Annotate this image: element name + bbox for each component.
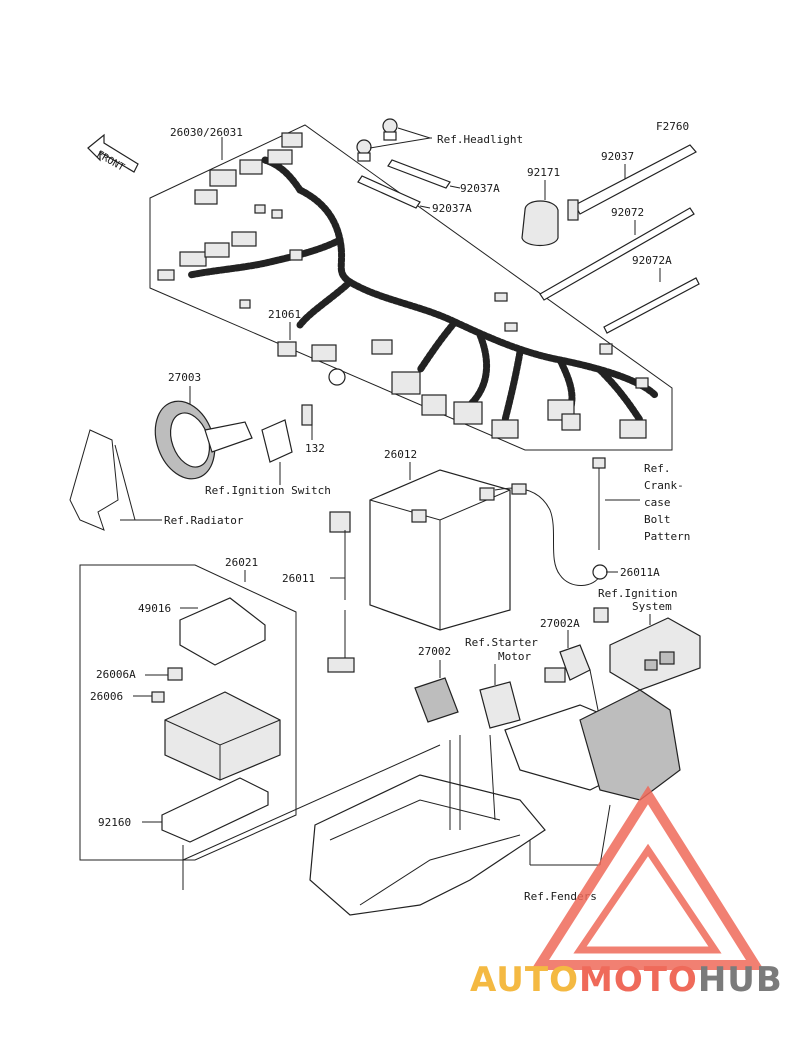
fenders-group: Ref.Fenders — [182, 689, 681, 916]
label-92160: 92160 — [98, 816, 131, 829]
ref-crankcase-2: Crank- — [644, 479, 684, 492]
label-49016: 49016 — [138, 602, 171, 615]
label-27002A: 27002A — [540, 617, 580, 630]
main-harness-group: 26030/26031 21061 — [149, 124, 673, 451]
ignition-unit-group: Ref.Ignition System — [598, 587, 701, 691]
label-92037A-2: 92037A — [432, 202, 472, 215]
label-132: 132 — [305, 442, 325, 455]
strap-92037 — [574, 144, 697, 215]
cover-49016 — [179, 597, 266, 666]
bracket-ignition-switch — [261, 419, 293, 463]
label-26011: 26011 — [282, 572, 315, 585]
strap-92037A-lower — [357, 175, 421, 209]
label-26030-26031: 26030/26031 — [170, 126, 243, 139]
label-26011A: 26011A — [620, 566, 660, 579]
label-21061: 21061 — [268, 308, 301, 321]
label-92037: 92037 — [601, 150, 634, 163]
front-arrow-icon: FRONT — [87, 133, 139, 174]
ref-ignition-system-1: Ref.Ignition — [598, 587, 677, 600]
ref-radiator: Ref.Radiator — [164, 514, 244, 527]
cable-26011-terminal-top — [329, 511, 351, 533]
watermark-brand: AUTOMOTOHUB — [470, 960, 800, 1000]
label-26006: 26006 — [90, 690, 123, 703]
label-26021: 26021 — [225, 556, 258, 569]
label-92037A-1: 92037A — [460, 182, 500, 195]
headlight-mount-group: Ref.Headlight 92037A 92037A — [356, 118, 523, 215]
ref-crankcase-3: case — [644, 496, 671, 509]
cable-tie-92072 — [539, 207, 695, 301]
watermark-moto: MOTO — [578, 960, 698, 1000]
label-27002: 27002 — [418, 645, 451, 658]
relay-27002 — [414, 677, 459, 723]
ref-ignition-system-2: System — [632, 600, 672, 613]
fuse-26006A — [167, 667, 183, 681]
watermark-auto: AUTO — [470, 960, 579, 1000]
ref-ignition-switch: Ref.Ignition Switch — [205, 484, 331, 497]
strap-92037A-upper — [387, 159, 451, 189]
fuse-box — [164, 691, 281, 781]
main-harness-trunk — [296, 186, 659, 399]
ref-crankcase-4: Bolt — [644, 513, 671, 526]
ref-crankcase-1: Ref. — [644, 462, 671, 475]
label-92171: 92171 — [527, 166, 560, 179]
ref-starter-motor-1: Ref.Starter — [465, 636, 538, 649]
fuse-26006 — [151, 691, 165, 703]
battery-group: 26012 26011 26011A Ref. Crank- case Bolt… — [282, 448, 690, 673]
label-92072A: 92072A — [632, 254, 672, 267]
ignition-unit — [609, 617, 701, 691]
clamps-and-ties-group: 92171 92037 92072 92072A — [521, 144, 700, 334]
ref-headlight: Ref.Headlight — [437, 133, 523, 146]
label-26006A: 26006A — [96, 668, 136, 681]
radiator-outline — [69, 429, 119, 531]
cable-tie-92072A — [603, 277, 700, 334]
inner-fender — [309, 774, 546, 916]
relay-21061 — [277, 341, 297, 357]
label-92072: 92072 — [611, 206, 644, 219]
junction-box-frame — [79, 564, 297, 861]
watermark-logo-icon — [530, 785, 765, 970]
label-27003: 27003 — [168, 371, 201, 384]
cable-26011-terminal-bottom — [327, 657, 355, 673]
main-harness-frame — [149, 124, 673, 451]
figure-code: F2760 — [656, 120, 689, 133]
junction-box-group: 26021 49016 26006A 26006 92160 — [79, 556, 297, 890]
watermark-hub: HUB — [697, 960, 783, 1000]
cover-92160 — [161, 777, 269, 843]
relay-group: 27002A Ref.Starter Motor 27002 — [414, 617, 601, 729]
horn-group: 27003 132 Ref.Ignition Switch Ref.Radiat… — [69, 371, 331, 531]
label-26012: 26012 — [384, 448, 417, 461]
ref-starter-motor-2: Motor — [498, 650, 531, 663]
ref-crankcase-5: Pattern — [644, 530, 690, 543]
starter-relay — [479, 681, 521, 729]
clamp-92171 — [521, 200, 559, 247]
